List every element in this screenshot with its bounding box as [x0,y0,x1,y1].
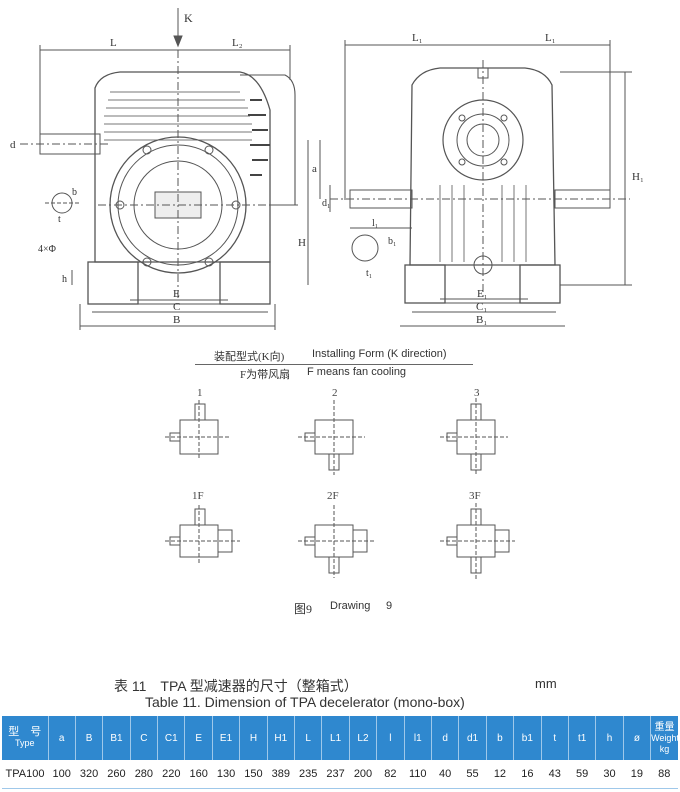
table-title-en: Table 11. Dimension of TPA decelerator (… [145,694,465,710]
dim-t: t [58,214,61,225]
form-2F-label: 2F [327,490,339,502]
dim-l1: l₁ [372,218,378,229]
header-type-en: Type [14,738,35,748]
dim-h: h [62,274,67,285]
table-cell: 19 [623,760,651,789]
caption-en-1: Installing Form (K direction) [312,348,447,360]
table-cell: 220 [157,760,185,789]
table-cell: 110 [404,760,432,789]
form-3-label: 3 [474,387,480,399]
installing-forms [165,398,515,580]
table-cell: 389 [267,760,295,789]
table-cell: 160 [184,760,213,789]
header-col: ø [623,716,652,760]
assembly-drawing: K L L₂ d b t 4×Φ h E C B L₁ L₁ H₁ H a d₁… [10,8,644,330]
caption-cn-1: 装配型式(K向) [214,351,285,363]
dim-L2: L₂ [232,37,243,49]
header-col: E1 [212,716,241,760]
table-unit: mm [535,676,557,691]
header-col: t [541,716,569,760]
dim-C1: C₁ [476,301,487,313]
dim-a: a [312,163,317,175]
k-label: K [184,11,193,25]
caption-divider [195,364,473,365]
header-col: d [431,716,460,760]
form-2-label: 2 [332,387,338,399]
table-cell: 88 [650,760,678,789]
header-col: a [48,716,76,760]
form-1-label: 1 [197,387,203,399]
header-type: 型 号 Type [2,716,49,760]
header-col: L [294,716,323,760]
form-1F-label: 1F [192,490,204,502]
table-cell: TPA100 [2,760,48,789]
table-cell: 12 [486,760,514,789]
table-cell: 280 [130,760,158,789]
dim-B: B [173,314,180,326]
header-col: C [130,716,159,760]
table-cell: 59 [568,760,596,789]
header-col: h [595,716,624,760]
header-col: b [486,716,515,760]
table-title-cn: 表 11 TPA 型减速器的尺寸（整箱式） [114,678,358,694]
header-weight-cn: 重量 [654,721,675,733]
table-cell: 320 [75,760,103,789]
header-col: H [239,716,268,760]
table-cell: 82 [376,760,405,789]
drawing-label-en: Drawing [330,600,371,612]
table-cell: 235 [294,760,322,789]
dim-4phi: 4×Φ [38,244,56,255]
dim-H1: H₁ [632,171,644,183]
header-col: l [376,716,405,760]
form-3F-label: 3F [469,490,481,502]
dim-L1-right: L₁ [545,32,556,44]
header-col: t1 [568,716,597,760]
drawing-label-cn: 图9 [294,602,313,616]
table-cell: 43 [541,760,569,789]
caption-en-2: F means fan cooling [307,366,407,378]
header-weight-en: Weight kg [651,732,679,754]
dim-d: d [10,139,16,151]
dim-b: b [72,187,77,198]
header-col: H1 [267,716,296,760]
header-col: B1 [102,716,131,760]
header-col: L1 [321,716,350,760]
header-col: C1 [157,716,186,760]
table-cell: 40 [431,760,459,789]
table-cell: 30 [595,760,624,789]
dim-H: H [298,237,306,249]
table-cell: 100 [48,760,76,789]
header-col: L2 [349,716,378,760]
dim-L1-left: L₁ [412,32,423,44]
dim-t1: t₁ [366,268,372,279]
table-cell: 260 [102,760,131,789]
dim-C: C [173,301,180,313]
dim-E: E [173,288,180,300]
drawing-number: 9 [386,600,393,612]
header-type-cn: 型 号 [8,726,42,738]
header-col: l1 [404,716,432,760]
table-cell: 200 [349,760,377,789]
table-cell: 16 [513,760,542,789]
dim-b1: b₁ [388,236,397,247]
table-cell: 55 [458,760,487,789]
dim-B1: B₁ [476,314,487,326]
dim-E1: E₁ [477,288,488,300]
header-col: d1 [458,716,487,760]
dim-L: L [110,37,117,49]
header-col: b1 [513,716,542,760]
header-col: B [75,716,104,760]
dim-d1: d₁ [322,198,331,209]
header-col: E [184,716,213,760]
table-cell: 150 [239,760,268,789]
table-cell: 130 [212,760,240,789]
table-cell: 237 [321,760,350,789]
caption-cn-2: F为带风扇 [240,369,291,381]
